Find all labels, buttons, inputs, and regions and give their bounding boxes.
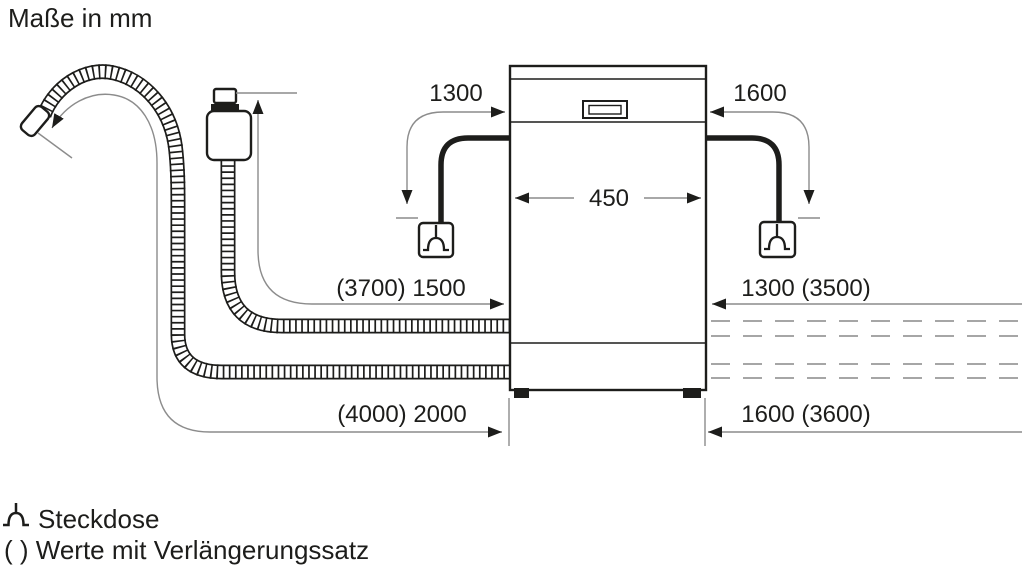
aquastop-valve xyxy=(205,87,253,162)
drain-hose xyxy=(19,72,512,372)
dim-power-cord-right: 1600 xyxy=(710,80,820,219)
diagram-title: Maße in mm xyxy=(8,3,152,33)
dim-hoses-right-lower: 1600 (3600) xyxy=(708,401,1022,438)
dim-label: 1300 (3500) xyxy=(741,275,870,302)
appliance xyxy=(508,64,708,398)
dim-supply-hose: (3700) 1500 xyxy=(236,92,504,310)
legend-socket-label: Steckdose xyxy=(38,504,159,534)
power-socket-left-icon xyxy=(417,221,455,259)
dim-label: (4000) 2000 xyxy=(337,401,466,428)
power-socket-right-icon xyxy=(758,220,797,259)
aquastop-body xyxy=(205,109,253,162)
dim-drain-hose: (4000) 2000 xyxy=(37,93,502,438)
door-handle-inner xyxy=(588,104,622,115)
dim-label: (3700) 1500 xyxy=(336,275,465,302)
power-socket-symbol-icon xyxy=(3,503,29,527)
hose-continuation-dashed xyxy=(711,320,1018,379)
legend: Steckdose ( ) Werte mit Verlängerungssat… xyxy=(3,503,369,565)
dim-power-cord-left: 1300 xyxy=(396,80,505,219)
dim-label: 450 xyxy=(589,185,629,212)
dim-label: 1600 xyxy=(733,80,786,107)
dim-label: 1300 xyxy=(429,80,482,107)
aquastop-cap xyxy=(212,87,238,105)
power-cable-left xyxy=(438,135,509,223)
dim-appliance-width: 450 xyxy=(515,185,701,212)
dim-hoses-right-upper: 1300 (3500) xyxy=(712,275,1022,310)
appliance-outline xyxy=(508,64,708,392)
dim-label: 1600 (3600) xyxy=(741,401,870,428)
aquastop-nut xyxy=(211,104,239,112)
legend-parentheses-label: ( ) Werte mit Verlängerungssatz xyxy=(4,535,369,565)
drain-hose-end-fitting xyxy=(19,104,51,138)
foot-left xyxy=(514,388,529,398)
power-cable-right xyxy=(707,135,782,222)
foot-right xyxy=(683,388,701,398)
